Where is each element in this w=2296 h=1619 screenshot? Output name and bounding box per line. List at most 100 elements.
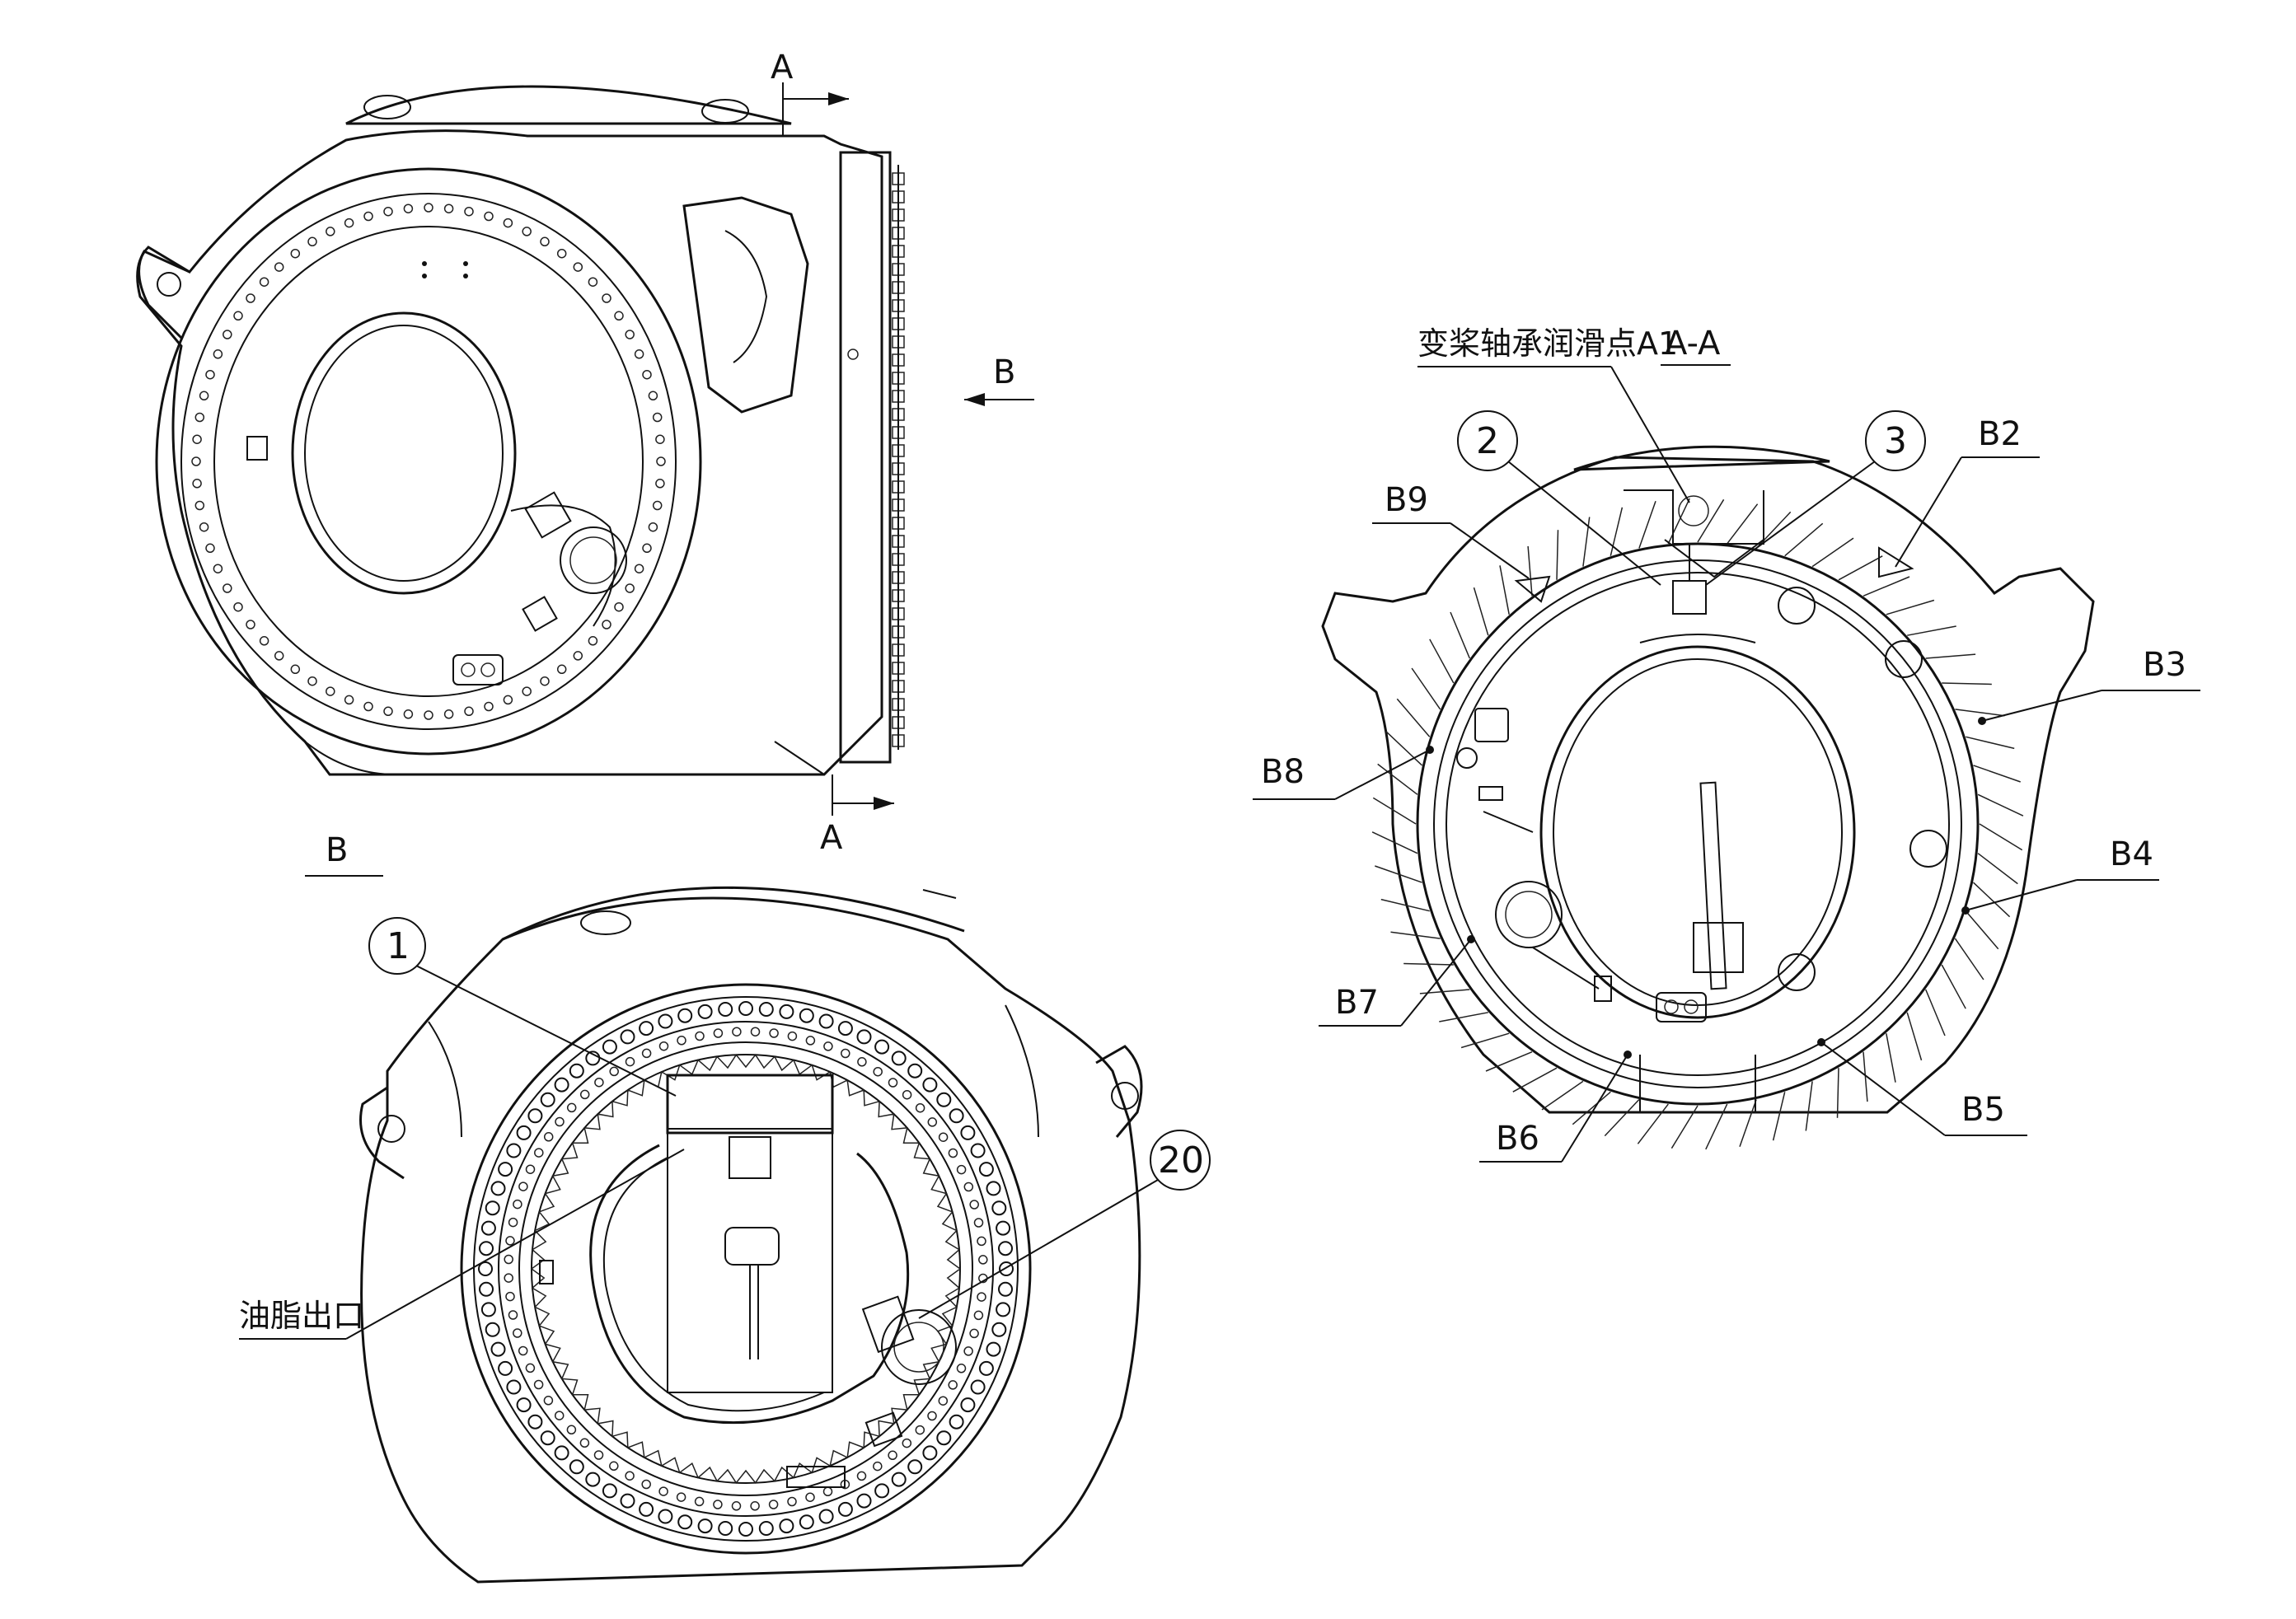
bolt-hole	[518, 1181, 528, 1191]
section-aa-title: A-A	[1661, 325, 1731, 366]
bolt-hole	[525, 1164, 536, 1174]
bolt-hole	[614, 601, 624, 612]
point-b9-label: B9	[1385, 481, 1428, 519]
hatch-line	[1582, 517, 1591, 567]
bolt-hole	[274, 262, 284, 272]
bolt-hole	[922, 1077, 938, 1093]
hatch-line	[1955, 709, 2005, 717]
bolt-hole	[556, 664, 567, 675]
bolt-hole	[907, 1063, 923, 1079]
bolt-hole	[658, 1013, 673, 1029]
bolt-hole	[307, 676, 317, 686]
bolt-hole	[822, 1486, 833, 1497]
bolt-hole	[713, 1028, 724, 1038]
bolt-hole	[805, 1492, 815, 1502]
bolt-hole	[484, 701, 494, 712]
hatch-line	[1450, 611, 1470, 659]
hatch-line	[1697, 498, 1725, 543]
bolt-hole	[566, 1102, 577, 1113]
bolt-hole	[658, 1486, 668, 1496]
callout-3-label: 3	[1884, 420, 1907, 462]
bolt-hole	[655, 434, 665, 444]
hatch-line	[1512, 1067, 1558, 1093]
hatch-line	[1485, 1051, 1533, 1072]
bolt-hole	[818, 1013, 834, 1029]
bolt-hole	[948, 1148, 958, 1158]
bolt-hole	[970, 1143, 986, 1158]
point-b6-label: B6	[1496, 1120, 1539, 1158]
bolt-hole	[233, 601, 243, 612]
bolt-hole	[479, 1281, 494, 1297]
bolt-hole	[996, 1302, 1011, 1317]
bolt-hole	[634, 564, 644, 573]
hatch-line	[1604, 1098, 1640, 1137]
hatch-line	[1966, 736, 2015, 750]
bolt-hole	[837, 1501, 853, 1517]
bolt-hole	[625, 1471, 635, 1481]
callout-2-label: 2	[1476, 420, 1499, 462]
bolt-hole	[969, 1328, 979, 1339]
section-marker-a: A A	[771, 49, 894, 857]
bolt-hole	[513, 1199, 522, 1210]
view-b-title-label: B	[326, 831, 348, 869]
outer-bolt-ring	[478, 1001, 1014, 1537]
hatch-line	[1705, 1103, 1728, 1150]
bolt-hole	[927, 1411, 937, 1421]
bolt-hole	[205, 369, 215, 380]
bolt-hole	[593, 1450, 604, 1460]
bolt-hole	[857, 1057, 867, 1067]
bolt-hole	[960, 1125, 976, 1140]
bolt-hole	[642, 543, 652, 554]
bolt-hole	[977, 1292, 986, 1302]
hub-side-view	[136, 85, 905, 776]
bolt-hole	[915, 1425, 925, 1435]
hatch-line	[1965, 910, 1999, 950]
bolt-hole	[274, 651, 284, 661]
bolt-hole	[525, 1363, 536, 1373]
section-hatching	[1371, 498, 2024, 1150]
bolt-hole	[490, 1341, 506, 1357]
bolt-hole	[540, 236, 550, 247]
bolt-hole	[508, 1217, 518, 1228]
bolt-hole	[999, 1261, 1014, 1276]
bolt-hole	[543, 1132, 554, 1142]
bolt-hole	[213, 349, 223, 359]
bolt-hole	[922, 1445, 938, 1461]
bolt-hole	[556, 248, 567, 259]
bolt-hole	[504, 1254, 513, 1265]
bolt-hole	[573, 651, 583, 661]
bolt-hole	[506, 1143, 522, 1158]
bolt-hole	[695, 1031, 705, 1041]
bolt-hole	[522, 686, 532, 696]
bolt-hole	[518, 1345, 528, 1356]
hatch-line	[1907, 625, 1956, 636]
bolt-hole	[915, 1102, 925, 1113]
point-b4-label: B4	[2110, 835, 2153, 873]
bolt-hole	[948, 1380, 958, 1390]
hatch-line	[1371, 831, 1418, 854]
bolt-hole	[986, 1341, 1001, 1357]
hatch-line	[1906, 1012, 1923, 1061]
bolt-hole	[290, 248, 301, 259]
bolt-hole	[191, 456, 201, 466]
bolt-hole	[579, 1438, 590, 1448]
bolt-hole	[383, 206, 393, 217]
bolt-hole	[856, 1493, 872, 1509]
bolt-hole	[554, 1445, 569, 1461]
bolt-hole	[977, 1236, 986, 1247]
bolt-hole	[779, 1518, 794, 1534]
bolt-hole	[383, 706, 393, 717]
bolt-hole	[874, 1039, 890, 1055]
hatch-line	[1863, 576, 1910, 597]
bolt-hole	[949, 1108, 964, 1124]
bolt-hole	[614, 311, 624, 321]
hatch-line	[1739, 1099, 1757, 1147]
bolt-hole	[588, 636, 598, 646]
hatch-line	[1637, 1103, 1669, 1144]
bolt-hole	[516, 1397, 532, 1413]
bolt-hole	[907, 1459, 923, 1475]
hatch-line	[1527, 545, 1533, 597]
gear-tooth-profile	[530, 1054, 961, 1484]
bolt-hole	[620, 1493, 635, 1509]
